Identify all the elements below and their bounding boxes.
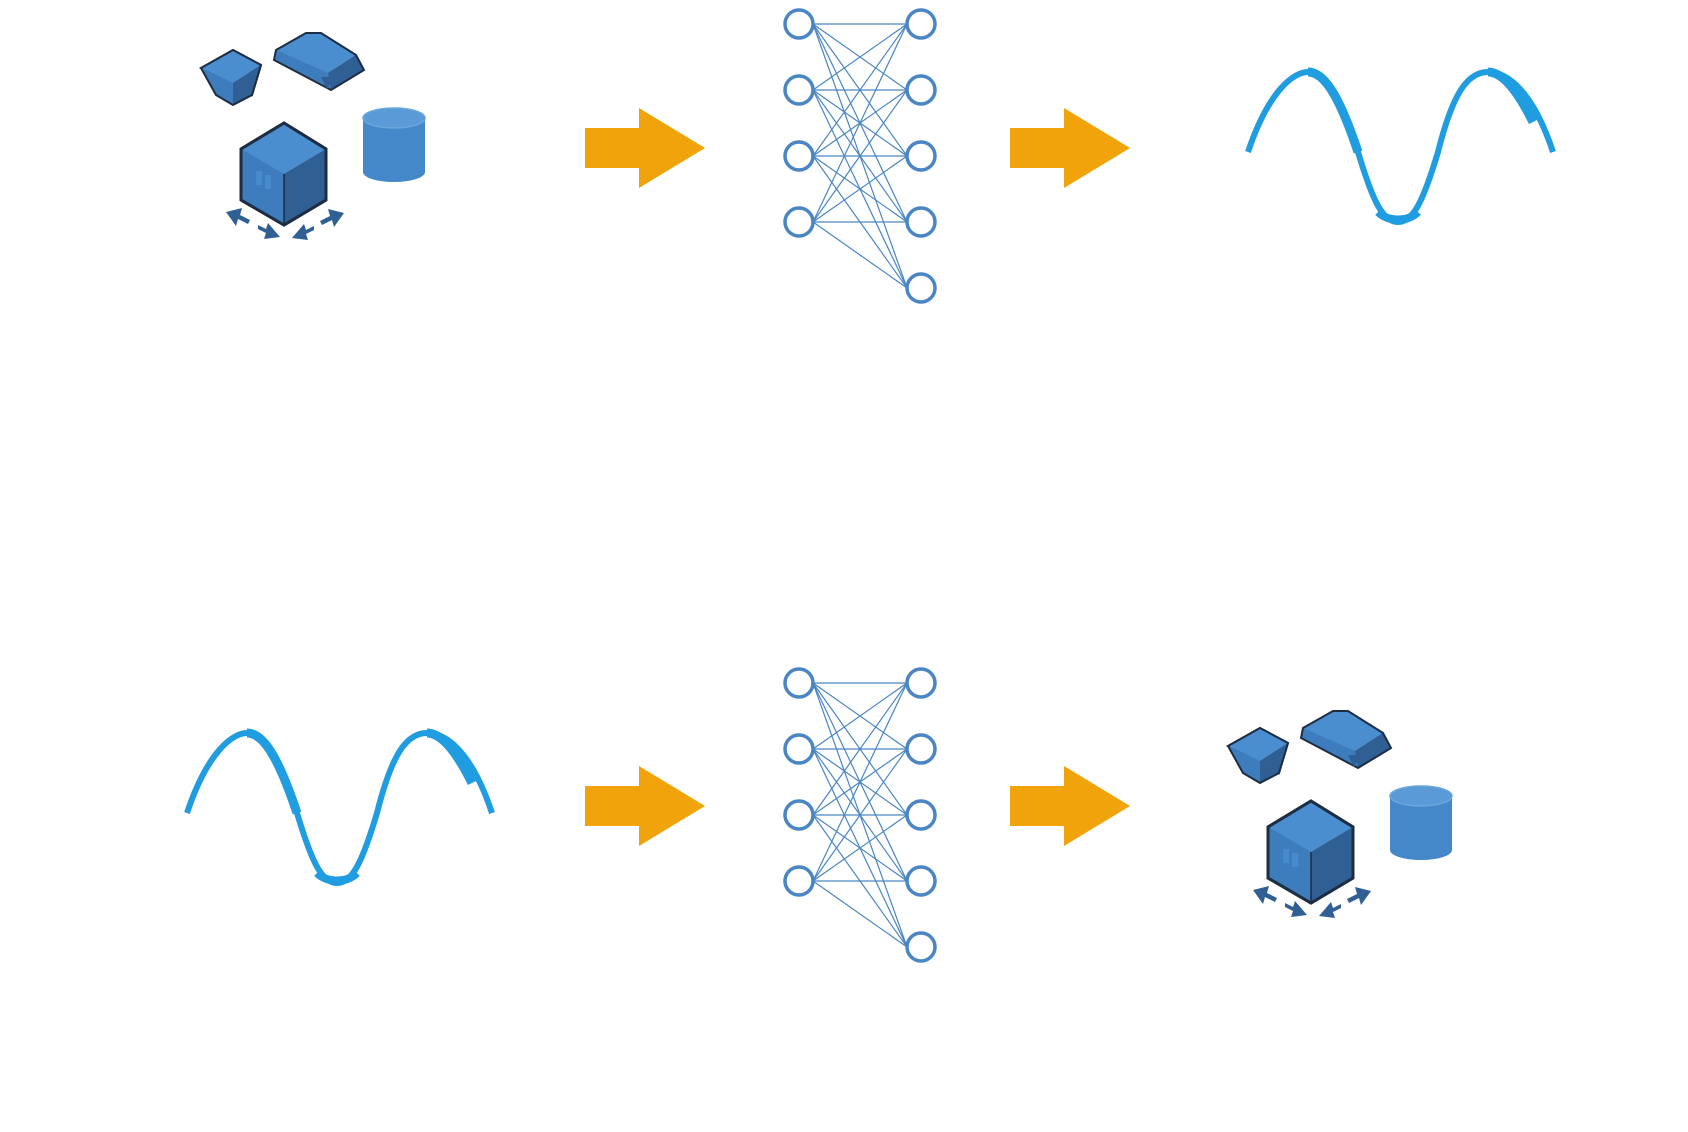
network-edge <box>812 23 908 223</box>
network-input-node <box>783 206 815 238</box>
network-input-node <box>783 8 815 40</box>
network-input-node <box>783 140 815 172</box>
sine-wave-icon <box>187 733 492 883</box>
network-output-node <box>905 74 937 106</box>
row-shapes-to-wave <box>199 8 1553 304</box>
network-edge <box>812 89 908 223</box>
arrow-right-icon <box>585 766 705 846</box>
network-output-node <box>905 799 937 831</box>
network-edge <box>812 814 908 882</box>
network-input-node <box>783 865 815 897</box>
arrow-right-icon <box>1010 766 1130 846</box>
network-edge <box>812 682 908 816</box>
network-output-node <box>905 865 937 897</box>
row-wave-to-shapes <box>187 667 1454 963</box>
network-edge <box>812 682 908 882</box>
shapes-icon <box>1226 709 1454 920</box>
network-edge <box>812 682 908 750</box>
shapes-icon <box>199 31 427 242</box>
network-edge <box>812 748 908 882</box>
network-output-node <box>905 931 937 963</box>
arrow-right-icon <box>1010 108 1130 188</box>
network-output-node <box>905 8 937 40</box>
arrow-right-icon <box>585 108 705 188</box>
network-output-node <box>905 667 937 699</box>
neural-network-icon <box>783 667 937 963</box>
network-input-node <box>783 733 815 765</box>
network-output-node <box>905 733 937 765</box>
network-edge <box>812 23 908 91</box>
sine-wave-icon <box>1248 72 1553 222</box>
network-output-node <box>905 272 937 304</box>
network-input-node <box>783 74 815 106</box>
network-edge <box>812 23 908 157</box>
network-edge <box>812 880 908 948</box>
network-output-node <box>905 140 937 172</box>
network-input-node <box>783 667 815 699</box>
network-input-node <box>783 799 815 831</box>
network-output-node <box>905 206 937 238</box>
neural-network-icon <box>783 8 937 304</box>
network-edge <box>812 155 908 223</box>
network-edge <box>812 221 908 289</box>
